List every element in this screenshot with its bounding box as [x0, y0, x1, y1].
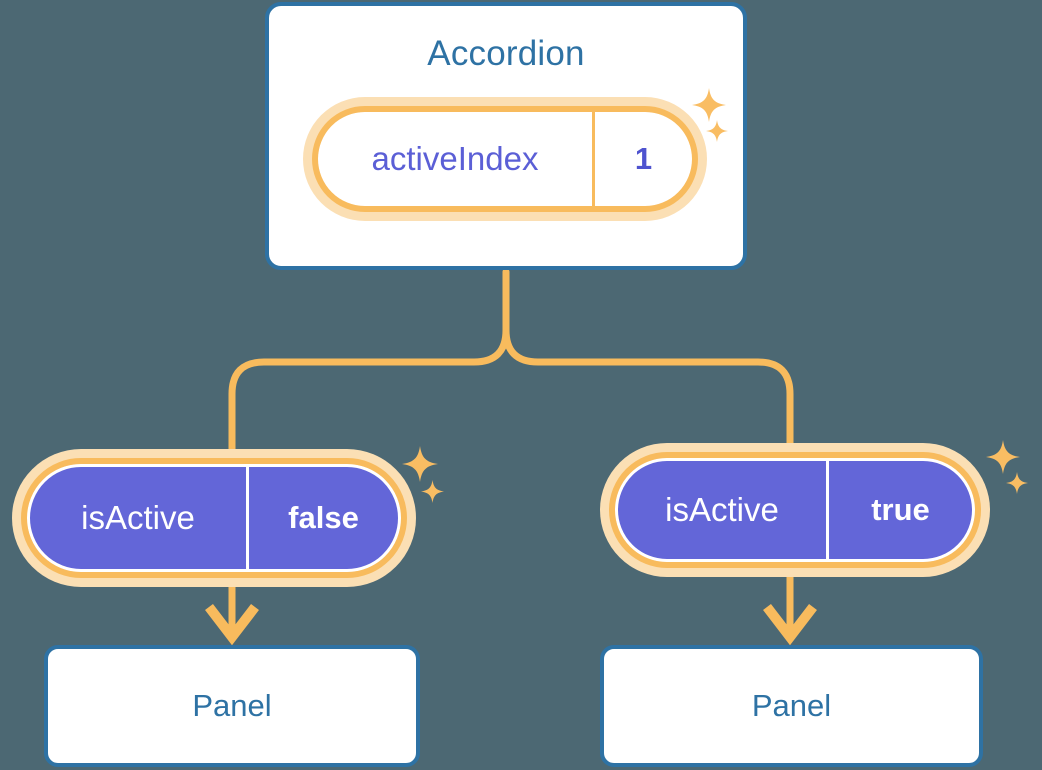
page-title: Accordion [427, 34, 585, 73]
pill-body: isActive false [21, 458, 407, 578]
sparkle-small-icon [1006, 472, 1028, 494]
arrow-down-icon [205, 603, 259, 646]
branch-left-wire [228, 268, 510, 474]
sparkle-small-icon [421, 480, 444, 503]
state-pill-isactive-false[interactable]: isActive false [12, 449, 416, 587]
state-key-label: isActive [665, 491, 779, 528]
pill-inner: isActive false [27, 464, 401, 572]
component-card-panel-right[interactable]: Panel [600, 645, 983, 767]
panel-title: Panel [192, 688, 272, 723]
state-value-label: true [826, 461, 972, 559]
state-key-label: activeIndex [371, 140, 539, 177]
sparkle-icon [692, 88, 726, 122]
panel-title: Panel [751, 688, 832, 723]
sparkle-icon [986, 440, 1020, 474]
pill-inner: isActive true [615, 458, 975, 562]
sparkle-icon [402, 446, 438, 482]
pill-inner: activeIndex 1 [318, 112, 692, 206]
branch-right-wire [502, 268, 794, 474]
state-pill-activeindex[interactable]: activeIndex 1 [303, 97, 707, 221]
state-value-label: false [246, 467, 398, 569]
pill-body: activeIndex 1 [312, 106, 698, 212]
state-value-label: 1 [592, 112, 692, 206]
arrow-down-icon [763, 603, 817, 646]
sparkle-small-icon [706, 120, 728, 142]
state-key-label: isActive [81, 499, 195, 536]
state-pill-isactive-true[interactable]: isActive true [600, 443, 990, 577]
component-card-panel-left[interactable]: Panel [44, 645, 420, 767]
pill-body: isActive true [609, 452, 981, 568]
